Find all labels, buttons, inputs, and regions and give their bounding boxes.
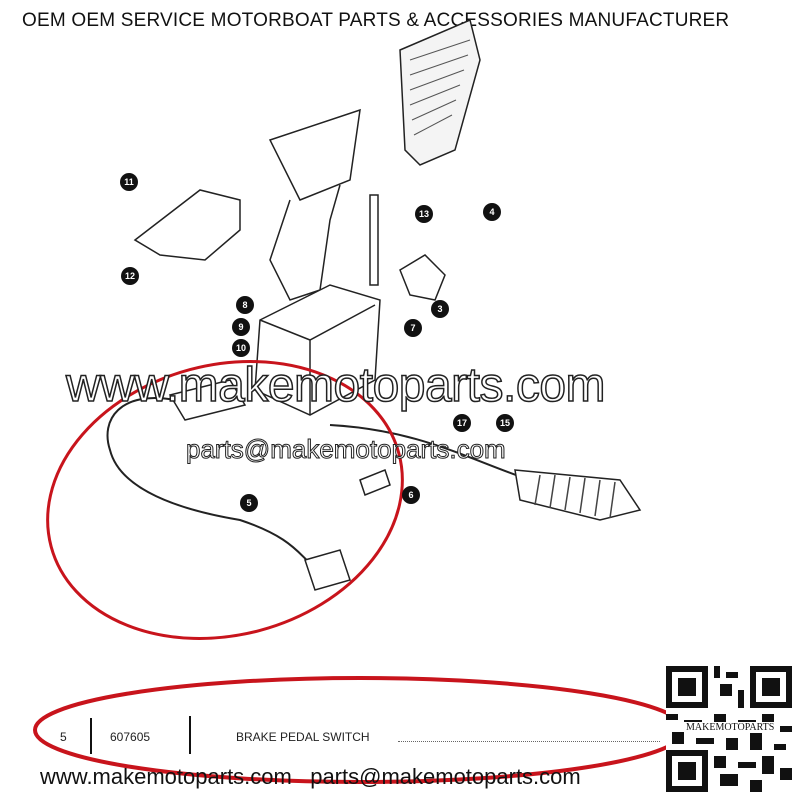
- callout-11: 11: [120, 173, 138, 191]
- qr-label: MAKEMOTOPARTS: [684, 722, 777, 733]
- callout-4: 4: [483, 203, 501, 221]
- callout-12: 12: [121, 267, 139, 285]
- cable: [329, 424, 531, 481]
- divider: [189, 716, 191, 754]
- part-item-number: 5: [60, 730, 67, 744]
- connector: [304, 549, 351, 591]
- bracket-3: [399, 254, 446, 301]
- callout-7: 7: [404, 319, 422, 337]
- watermark-email: parts@makemotoparts.com: [186, 434, 507, 464]
- callout-17: 17: [453, 414, 471, 432]
- part-description: BRAKE PEDAL SWITCH: [236, 730, 370, 744]
- callout-8: 8: [236, 296, 254, 314]
- callout-9: 9: [232, 318, 250, 336]
- pedal-arm: [268, 108, 361, 201]
- boot: [514, 469, 642, 521]
- dot-leader: [398, 741, 660, 742]
- footer-site: www.makemotoparts.com: [40, 764, 292, 789]
- footer-contact: www.makemotoparts.com parts@makemotopart…: [40, 764, 581, 790]
- callout-13: 13: [415, 205, 433, 223]
- callout-10: 10: [232, 339, 250, 357]
- footer-email: parts@makemotoparts.com: [310, 764, 581, 789]
- callout-15: 15: [496, 414, 514, 432]
- highlight-circle: [46, 360, 404, 640]
- part-number: 607605: [110, 730, 151, 744]
- bolt: [369, 194, 379, 286]
- watermark-site: www.makemotoparts.com: [65, 359, 606, 412]
- bracket: [133, 189, 241, 261]
- switch-body: [168, 379, 247, 421]
- callout-3: 3: [431, 300, 449, 318]
- switch-harness: [106, 397, 321, 571]
- divider: [90, 718, 92, 754]
- callout-5: 5: [240, 494, 258, 512]
- callout-6: 6: [402, 486, 420, 504]
- page-title: OEM OEM SERVICE MOTORBOAT PARTS & ACCESS…: [22, 10, 730, 31]
- switch-block: [254, 284, 381, 416]
